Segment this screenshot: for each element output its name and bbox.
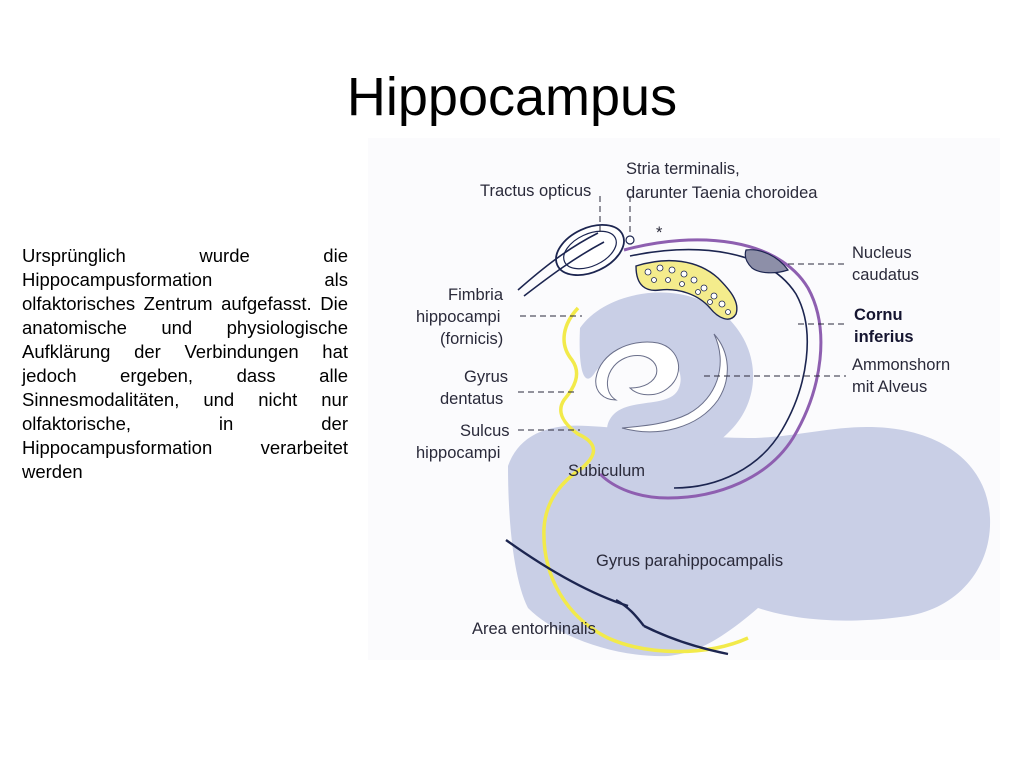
label-asterisk: * [656, 224, 663, 242]
page-title: Hippocampus [346, 67, 678, 127]
label-nucleus-caudatus-2: caudatus [852, 266, 919, 284]
hippocampus-diagram: Tractus opticus Stria terminalis, darunt… [368, 138, 1000, 660]
label-gyrus-dentatus-2: dentatus [440, 390, 503, 408]
cornu-inner-edge [629, 248, 809, 489]
label-stria-terminalis-2: darunter Taenia choroidea [626, 184, 818, 202]
cornu-ammonis-outline [598, 238, 823, 500]
dentate-curl [595, 341, 679, 401]
body-paragraph: Ursprünglich wurde die Hippocampusformat… [22, 245, 348, 482]
nucleus-caudatus-shape [744, 249, 789, 274]
parahippocampal-tissue [508, 425, 991, 657]
leader-lines [518, 196, 846, 431]
fimbria-strand [517, 232, 605, 297]
label-gyrus-dentatus-1: Gyrus [464, 368, 508, 386]
label-sulcus-2: hippocampi [416, 444, 500, 462]
label-stria-terminalis-1: Stria terminalis, [626, 160, 740, 178]
label-fimbria-2: hippocampi [416, 308, 500, 326]
label-sulcus-1: Sulcus [460, 422, 510, 440]
hippocampus-swirl [579, 292, 754, 462]
stria-terminalis-dot [625, 235, 635, 245]
label-parahippocampalis: Gyrus parahippocampalis [596, 552, 783, 570]
label-cornu-2: inferius [854, 328, 914, 346]
label-fimbria-1: Fimbria [448, 286, 504, 304]
label-cornu-1: Cornu [854, 306, 903, 324]
ammon-curl [621, 333, 728, 433]
label-nucleus-caudatus-1: Nucleus [852, 244, 912, 262]
entorhinal-outline [505, 539, 729, 656]
label-ammonshorn-1: Ammonshorn [852, 356, 950, 374]
label-ammonshorn-2: mit Alveus [852, 378, 927, 396]
choroid-dots [644, 264, 731, 315]
yellow-border [542, 306, 749, 654]
label-tractus-opticus: Tractus opticus [480, 182, 591, 200]
label-subiculum: Subiculum [568, 462, 645, 480]
label-area-entorhinalis: Area entorhinalis [472, 620, 596, 638]
label-fimbria-3: (fornicis) [440, 330, 503, 348]
choroid-plexus [635, 260, 738, 320]
